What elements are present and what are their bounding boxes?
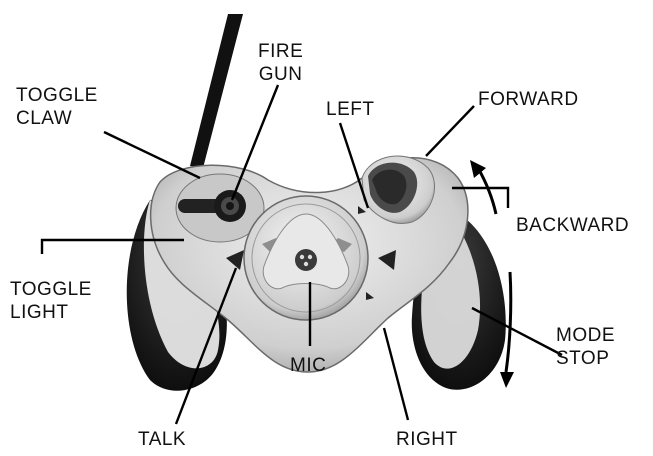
label-left: LEFT — [326, 98, 374, 121]
label-fire-gun: FIRE GUN — [258, 40, 303, 86]
line-toggle-claw — [104, 132, 200, 178]
line-right — [384, 328, 408, 420]
label-mode-stop: MODE STOP — [556, 324, 615, 370]
label-mic: MIC — [290, 354, 326, 377]
label-talk: TALK — [138, 428, 186, 451]
label-toggle-claw: TOGGLE CLAW — [16, 84, 98, 130]
backward-curve-arrow — [506, 272, 511, 372]
label-backward: BACKWARD — [516, 214, 629, 237]
forward-curve-arrow — [478, 168, 496, 214]
mic-grille — [295, 249, 317, 271]
label-toggle-light: TOGGLE LIGHT — [10, 278, 92, 324]
line-forward — [426, 106, 474, 156]
backward-arrowhead — [500, 372, 514, 388]
antenna — [190, 14, 243, 168]
label-right: RIGHT — [396, 428, 458, 451]
label-forward: FORWARD — [478, 88, 579, 111]
